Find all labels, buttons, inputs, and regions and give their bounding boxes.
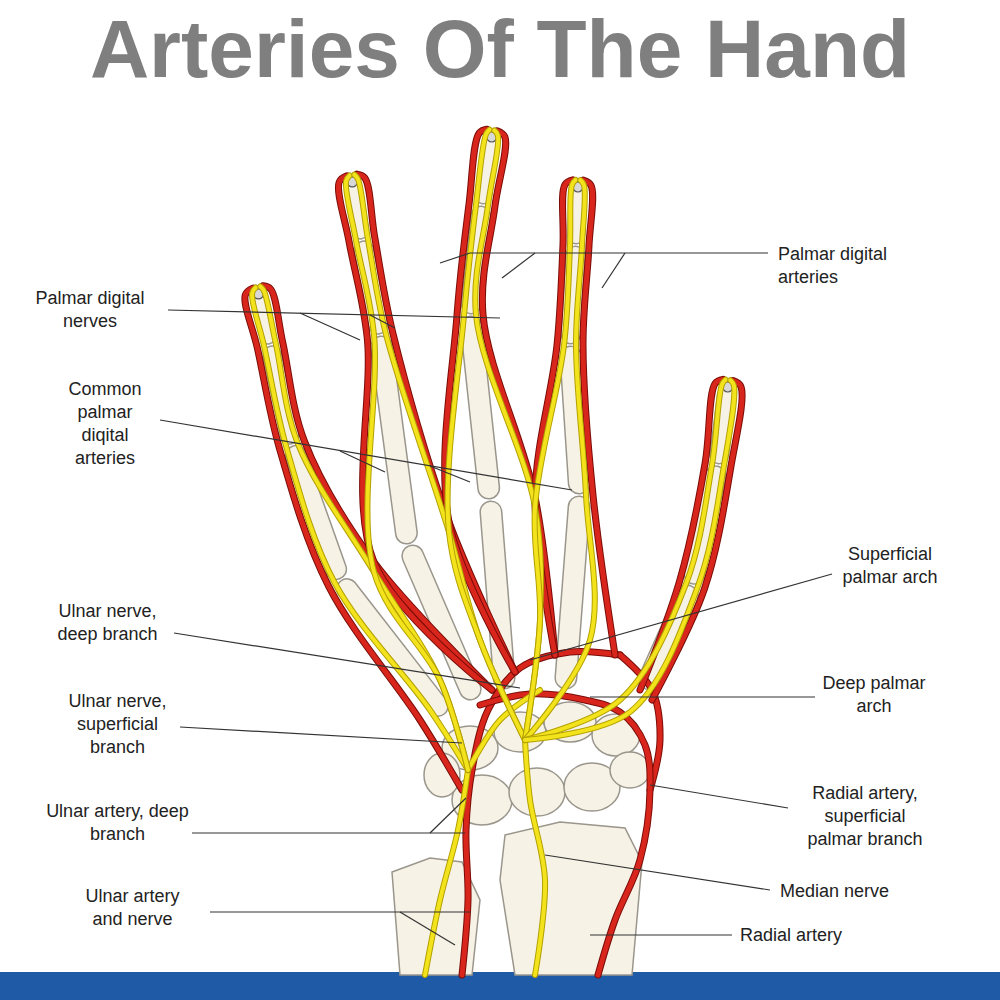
nerve-outline: [525, 380, 734, 740]
nerve: [525, 180, 576, 740]
nerve-outline: [525, 380, 726, 740]
callout-label: Superficial palmar arch: [825, 543, 955, 589]
nerve: [260, 286, 468, 770]
callout-label: Palmar digital arteries: [778, 243, 918, 289]
leader-lines: [160, 253, 832, 945]
bone-outline: [576, 194, 577, 235]
artery: [583, 180, 615, 655]
artery-outline: [357, 174, 515, 672]
callout-label: Common palmar diqital arteries: [55, 378, 155, 470]
carpal-bone: [610, 752, 650, 788]
leader-line: [430, 798, 466, 833]
nerve: [425, 770, 468, 975]
callout-label: Median nerve: [780, 880, 950, 903]
leader-line: [590, 696, 815, 697]
leader-line: [430, 466, 470, 482]
nerve-outline: [475, 130, 541, 740]
artery-outline: [583, 180, 615, 655]
nerves: [252, 130, 734, 975]
leader-line: [370, 315, 395, 328]
nerve: [525, 380, 726, 740]
callout-label: Radial artery: [740, 924, 910, 947]
callout-label: Palmar digital nerves: [15, 287, 165, 333]
bones: [253, 132, 732, 975]
leader-line: [168, 310, 500, 318]
title: Arteries Of The Hand: [0, 2, 1000, 96]
leader-line: [545, 855, 770, 890]
callout-label: Ulnar nerve, superficial branch: [50, 690, 185, 759]
callout-label: Ulnar artery and nerve: [70, 885, 195, 931]
nerve-outline: [525, 180, 595, 740]
callout-label: Ulnar artery, deep branch: [45, 800, 190, 846]
leader-line: [530, 574, 832, 660]
nerve-outline: [525, 740, 545, 975]
nerve: [475, 130, 541, 740]
leader-line: [174, 633, 520, 688]
nerve-outline: [252, 288, 468, 770]
leader-line: [400, 912, 455, 945]
footer-bar: [0, 972, 1000, 1000]
leader-line: [180, 727, 462, 743]
leader-line: [210, 911, 470, 912]
leader-line: [160, 420, 572, 490]
artery: [357, 174, 515, 672]
nerve-outline: [260, 286, 468, 770]
nerve: [525, 180, 595, 740]
leader-line: [502, 253, 535, 278]
nerve-outline: [425, 770, 468, 975]
nerve: [525, 740, 545, 975]
callout-label: Ulnar nerve, deep branch: [40, 600, 175, 646]
nerve: [252, 288, 468, 770]
leader-line: [590, 934, 732, 935]
nerve: [525, 380, 734, 740]
leader-line: [602, 253, 625, 288]
callout-label: Deep palmar arch: [820, 672, 928, 718]
leader-line: [192, 832, 465, 833]
callout-label: Radial artery, superficial palmar branch: [795, 782, 935, 851]
leader-line: [650, 785, 788, 808]
leader-line: [440, 253, 768, 263]
carpal-bone: [509, 768, 565, 816]
leader-line: [300, 313, 360, 340]
leader-line: [340, 451, 385, 472]
arteries: [245, 129, 742, 975]
nerve-outline: [525, 180, 576, 740]
phalanx-bone: [576, 194, 577, 235]
